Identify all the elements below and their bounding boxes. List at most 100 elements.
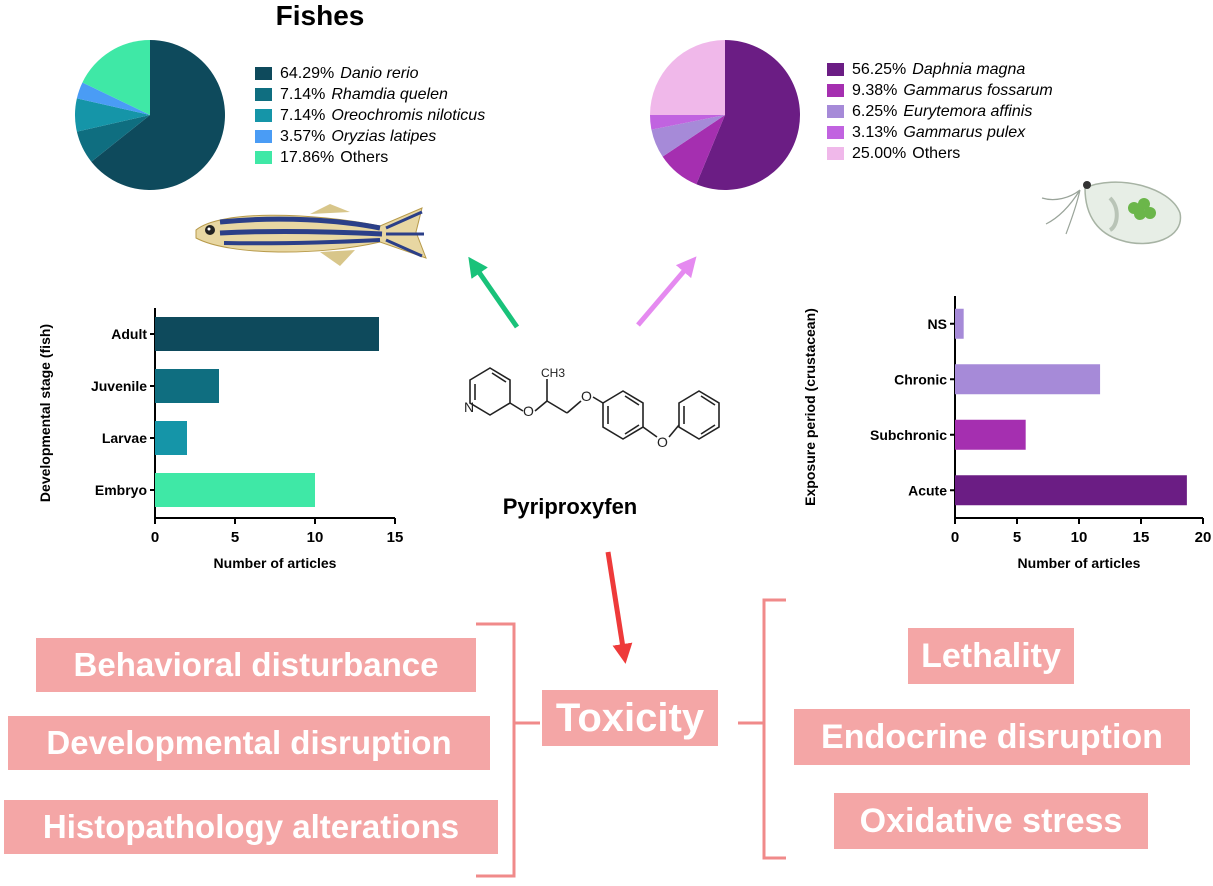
fish-legend-label: Rhamdia quelen bbox=[331, 86, 448, 103]
crustacean-pie-slice bbox=[650, 40, 725, 115]
fish-legend-item: 64.29% Danio rerio bbox=[255, 63, 485, 84]
arrow-to-crustacean bbox=[636, 256, 697, 327]
crustacean-pie-slice bbox=[662, 115, 725, 185]
fish-category-label: Juvenile bbox=[91, 378, 147, 394]
fish-x-axis-label: Number of articles bbox=[214, 555, 337, 571]
effect-developmental-disruption: Developmental disruption bbox=[8, 716, 490, 770]
fish-legend-label: Others bbox=[340, 149, 389, 166]
effect-behavioral-disturbance: Behavioral disturbance bbox=[36, 638, 476, 692]
fish-pie-slice bbox=[91, 40, 225, 190]
crustacean-x-tick-label: 5 bbox=[1013, 529, 1021, 546]
oxygen-atom-1: O bbox=[523, 403, 534, 419]
fish-bar bbox=[155, 421, 187, 455]
fish-category-label: Larvae bbox=[102, 430, 147, 446]
oxygen-atom-2: O bbox=[581, 388, 592, 404]
zebrafish-icon bbox=[195, 204, 427, 266]
crustacean-pie-slice bbox=[651, 115, 725, 157]
crustacean-legend-swatch bbox=[827, 126, 844, 139]
compound-name: Pyriproxyfen bbox=[502, 494, 638, 519]
crustacean-x-tick-label: 10 bbox=[1071, 529, 1088, 546]
fish-category-label: Adult bbox=[111, 326, 147, 342]
crustacean-pie-slice bbox=[696, 40, 800, 190]
effect-toxicity: Toxicity bbox=[542, 690, 718, 746]
fish-legend-percent: 17.86% bbox=[280, 149, 335, 166]
fish-effects-bracket bbox=[476, 622, 516, 878]
crustacean-x-tick-label: 20 bbox=[1195, 529, 1212, 546]
fish-legend-label: Danio rerio bbox=[340, 65, 419, 82]
crustacean-x-axis-label: Number of articles bbox=[1018, 555, 1141, 571]
crustacean-category-label: Chronic bbox=[894, 371, 947, 387]
crustacean-bar bbox=[955, 475, 1187, 506]
crustacean-legend-percent: 25.00% bbox=[852, 145, 907, 162]
fish-legend-label: Oryzias latipes bbox=[331, 128, 437, 145]
crustacean-pie-chart bbox=[650, 40, 800, 190]
fish-bar bbox=[155, 317, 379, 351]
fish-legend-swatch bbox=[255, 130, 272, 143]
crustacean-category-label: Acute bbox=[908, 482, 947, 498]
fish-x-tick-label: 10 bbox=[307, 529, 324, 546]
fish-pie-slice bbox=[82, 40, 150, 115]
fish-pie-slice bbox=[74, 98, 150, 132]
crustacean-legend-label: Gammarus pulex bbox=[903, 124, 1026, 141]
oxygen-atom-3: O bbox=[657, 434, 668, 450]
crustacean-legend-swatch bbox=[827, 63, 844, 76]
crustacean-legend-item: 3.13% Gammarus pulex bbox=[827, 122, 1053, 143]
crustacean-legend-item: 6.25% Eurytemora affinis bbox=[827, 101, 1053, 122]
fish-legend-item: 17.86% Others bbox=[255, 147, 485, 168]
crustacean-bar bbox=[955, 308, 964, 339]
fish-legend-item: 7.14% Rhamdia quelen bbox=[255, 84, 485, 105]
crustacean-legend-label: Daphnia magna bbox=[912, 61, 1026, 78]
crustacean-legend-percent: 9.38% bbox=[852, 82, 898, 99]
crustacean-pie-legend: 56.25% Daphnia magna 9.38%Gammarus fossaru… bbox=[827, 59, 1053, 164]
pyriproxyfen-structure: N O O O CH3 bbox=[464, 366, 720, 450]
fish-category-label: Embryo bbox=[95, 482, 147, 498]
methyl-label: CH3 bbox=[541, 366, 565, 380]
crustacean-category-label: Subchronic bbox=[870, 427, 947, 443]
fish-legend-percent: 7.14% bbox=[280, 86, 326, 103]
crustacean-effects-bracket bbox=[762, 598, 786, 860]
arrow-to-fish bbox=[468, 256, 520, 329]
fish-pie-slice bbox=[76, 115, 150, 162]
crustacean-legend-label: Others bbox=[912, 145, 961, 162]
fish-legend-percent: 7.14% bbox=[280, 107, 326, 124]
crustacean-pie-slice bbox=[650, 114, 725, 130]
crustacean-legend-percent: 6.25% bbox=[852, 103, 898, 120]
crustacean-legend-item: 9.38%Gammarus fossarum bbox=[827, 80, 1053, 101]
fish-legend-percent: 3.57% bbox=[280, 128, 326, 145]
fish-bar bbox=[155, 473, 315, 507]
fish-legend-swatch bbox=[255, 151, 272, 164]
crustacean-bar bbox=[955, 419, 1026, 450]
crustacean-y-axis-label: Exposure period (crustacean) bbox=[802, 308, 818, 506]
fish-legend-item: 7.14%Oreochromis niloticus bbox=[255, 105, 485, 126]
fish-pie-slice bbox=[76, 82, 150, 115]
effect-lethality: Lethality bbox=[908, 628, 1074, 684]
crustacean-legend-item: 56.25% Daphnia magna bbox=[827, 59, 1053, 80]
fish-legend-swatch bbox=[255, 88, 272, 101]
fish-x-tick-label: 0 bbox=[151, 529, 159, 546]
crustacean-bar bbox=[955, 364, 1101, 395]
effect-histopathology-alterations: Histopathology alterations bbox=[4, 800, 498, 854]
crustacean-legend-percent: 56.25% bbox=[852, 61, 907, 78]
crustacean-category-label: NS bbox=[928, 316, 947, 332]
crustacean-x-tick-label: 15 bbox=[1133, 529, 1150, 546]
crustacean-legend-swatch bbox=[827, 105, 844, 118]
nitrogen-atom: N bbox=[464, 399, 474, 415]
fish-pie-chart bbox=[74, 40, 225, 190]
crustacean-legend-percent: 3.13% bbox=[852, 124, 898, 141]
fish-x-tick-label: 5 bbox=[231, 529, 239, 546]
fish-legend-swatch bbox=[255, 109, 272, 122]
crustacean-legend-label: Eurytemora affinis bbox=[903, 103, 1033, 120]
crustacean-legend-swatch bbox=[827, 84, 844, 97]
fish-legend-percent: 64.29% bbox=[280, 65, 335, 82]
arrow-to-toxicity bbox=[605, 551, 633, 664]
fish-legend-item: 3.57% Oryzias latipes bbox=[255, 126, 485, 147]
crustacean-legend-swatch bbox=[827, 147, 844, 160]
fish-pie-title: Fishes bbox=[275, 0, 365, 31]
fish-bar bbox=[155, 369, 219, 403]
crustacean-x-tick-label: 0 bbox=[951, 529, 959, 546]
